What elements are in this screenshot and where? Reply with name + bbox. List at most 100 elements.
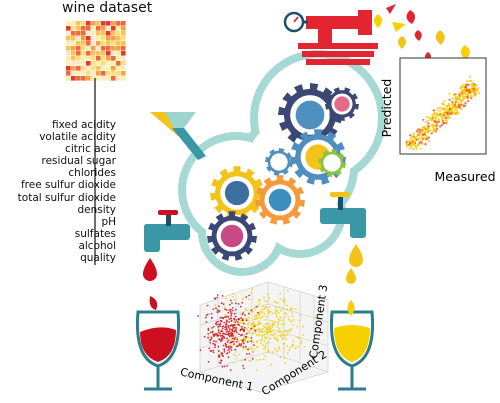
heatmap-cell — [121, 56, 126, 61]
heatmap-cell — [101, 51, 106, 56]
scatter-plot-points — [405, 75, 481, 150]
heatmap-cell — [116, 71, 121, 76]
heatmap-cell — [106, 71, 111, 76]
heatmap-cell — [111, 26, 116, 31]
heatmap-cell — [71, 56, 76, 61]
funnel-icon — [150, 112, 206, 160]
heatmap-cell — [66, 71, 71, 76]
heatmap-cell — [91, 31, 96, 36]
heatmap-cell — [66, 76, 71, 81]
pipe-splash-drops — [374, 4, 470, 62]
heatmap-cell — [106, 41, 111, 46]
heatmap-cell — [66, 56, 71, 61]
heatmap-cell — [121, 21, 126, 26]
heatmap-cell — [86, 71, 91, 76]
heatmap-cell — [66, 61, 71, 66]
heatmap-cell — [86, 31, 91, 36]
heatmap-cell — [111, 61, 116, 66]
heatmap-cell — [121, 66, 126, 71]
heatmap-cell — [96, 46, 101, 51]
heatmap-cell — [121, 36, 126, 41]
heatmap-cell — [121, 71, 126, 76]
heatmap-cell — [96, 71, 101, 76]
heatmap-cell — [101, 26, 106, 31]
heatmap-cell — [116, 61, 121, 66]
heatmap-cell — [111, 21, 116, 26]
heatmap-cell — [86, 36, 91, 41]
dataset-heatmap — [66, 21, 126, 81]
heatmap-cell — [91, 66, 96, 71]
heatmap-cell — [101, 56, 106, 61]
heatmap-cell — [116, 76, 121, 81]
heatmap-cell — [91, 61, 96, 66]
heatmap-cell — [86, 61, 91, 66]
heatmap-cell — [81, 66, 86, 71]
feature-item: free sulfur dioxide — [20, 179, 116, 192]
heatmap-cell — [116, 56, 121, 61]
feature-item: quality — [80, 252, 116, 265]
heatmap-cell — [91, 26, 96, 31]
heatmap-cell — [96, 31, 101, 36]
heatmap-cell — [76, 21, 81, 26]
feature-item: density — [77, 203, 117, 216]
heatmap-cell — [121, 46, 126, 51]
heatmap-cell — [71, 76, 76, 81]
feature-list: fixed acidity volatile acidity citric ac… — [0, 119, 116, 264]
gear-icon — [210, 166, 264, 220]
heatmap-cell — [86, 41, 91, 46]
heatmap-cell — [76, 51, 81, 56]
yellow-drop-icon — [349, 244, 363, 267]
heatmap-cell — [101, 31, 106, 36]
heatmap-cell — [111, 51, 116, 56]
heatmap-cell — [86, 26, 91, 31]
heatmap-cell — [111, 46, 116, 51]
heatmap-cell — [76, 76, 81, 81]
heatmap-cell — [116, 21, 121, 26]
heatmap-cell — [111, 36, 116, 41]
heatmap-cell — [111, 76, 116, 81]
heatmap-cell — [81, 41, 86, 46]
heatmap-cell — [81, 56, 86, 61]
heatmap-cell — [96, 76, 101, 81]
heatmap-cell — [81, 36, 86, 41]
feature-item: alcohol — [78, 239, 116, 252]
heatmap-cell — [76, 46, 81, 51]
heatmap-cell — [91, 46, 96, 51]
heatmap-cell — [66, 51, 71, 56]
heatmap-cell — [116, 66, 121, 71]
heatmap-cell — [101, 36, 106, 41]
heatmap-cell — [116, 51, 121, 56]
feature-item: citric acid — [65, 143, 116, 156]
heatmap-cell — [76, 41, 81, 46]
heatmap-cell — [96, 61, 101, 66]
heatmap-cell — [66, 21, 71, 26]
heatmap-cell — [96, 21, 101, 26]
gear-icon — [278, 83, 342, 147]
heatmap-cell — [106, 61, 111, 66]
heatmap-cell — [81, 31, 86, 36]
heatmap-cell — [96, 36, 101, 41]
heatmap-cell — [116, 41, 121, 46]
heatmap-cell — [81, 76, 86, 81]
heatmap-cell — [71, 21, 76, 26]
feature-item: fixed acidity — [51, 119, 116, 131]
heatmap-cell — [101, 66, 106, 71]
heatmap-cell — [116, 26, 121, 31]
heatmap-cell — [91, 71, 96, 76]
heatmap-cell — [71, 41, 76, 46]
heatmap-cell — [121, 76, 126, 81]
heatmap-cell — [111, 31, 116, 36]
pca-3d-points — [197, 287, 317, 371]
input-pipe-icon — [283, 10, 378, 65]
heatmap-cell — [91, 51, 96, 56]
heatmap-cell — [86, 21, 91, 26]
feature-item: total sulfur dioxide — [17, 191, 116, 204]
heatmap-cell — [76, 71, 81, 76]
heatmap-cell — [91, 36, 96, 41]
heatmap-cell — [66, 26, 71, 31]
heatmap-cell — [106, 46, 111, 51]
heatmap-cell — [71, 61, 76, 66]
heatmap-cell — [121, 26, 126, 31]
